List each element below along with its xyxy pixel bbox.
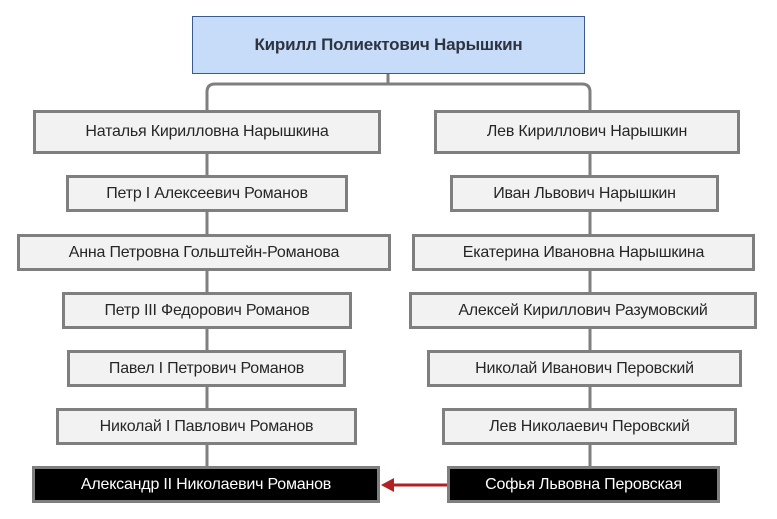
right-node-6: Лев Николаевич Перовский xyxy=(442,408,737,445)
left-node-3: Анна Петровна Гольштейн-Романова xyxy=(17,234,391,271)
root-connector xyxy=(205,73,592,110)
left-node-2: Петр I Алексеевич Романов xyxy=(66,175,348,212)
left-node-7-highlight: Александр II Николаевич Романов xyxy=(32,466,380,503)
right-node-2: Иван Львович Нарышкин xyxy=(450,175,719,212)
left-node-4: Петр III Федорович Романов xyxy=(62,292,352,329)
right-node-1: Лев Кириллович Нарышкин xyxy=(434,110,740,154)
relation-arrow xyxy=(381,478,447,492)
root-node: Кирилл Полиектович Нарышкин xyxy=(192,16,585,74)
left-node-5: Павел I Петрович Романов xyxy=(67,350,346,387)
right-node-7-highlight: Софья Львовна Перовская xyxy=(447,466,720,503)
right-node-5: Николай Иванович Перовский xyxy=(427,350,742,387)
right-node-3: Екатерина Ивановна Нарышкина xyxy=(412,234,755,271)
left-node-6: Николай I Павлович Романов xyxy=(56,408,357,445)
right-node-4: Алексей Кириллович Разумовский xyxy=(409,292,757,329)
left-node-1: Наталья Кирилловна Нарышкина xyxy=(33,110,381,154)
